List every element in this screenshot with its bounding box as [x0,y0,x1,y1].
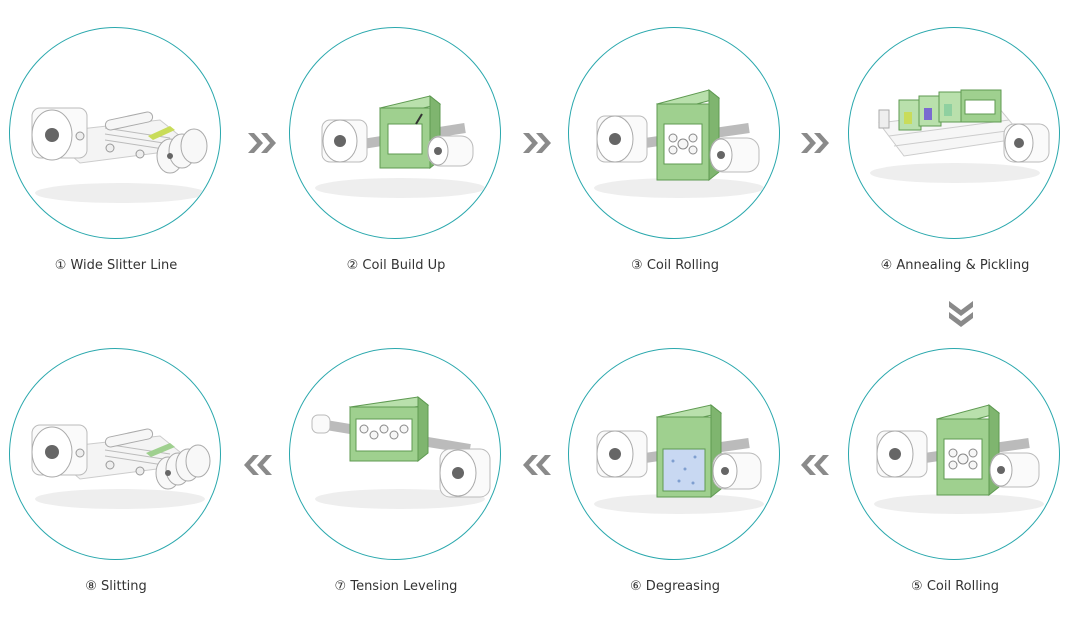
step-label: ⑥ Degreasing [630,579,720,594]
step-circle [568,27,780,239]
annealing-pickling-line-illustration [870,89,1050,183]
coil-build-up-machine-illustration [315,94,485,198]
step-label: ⑤ Coil Rolling [911,579,999,594]
rolling-mill-machine-illustration [874,403,1044,514]
double-chevron-right-icon [798,131,832,155]
rolling-mill-machine-illustration [594,88,764,198]
double-chevron-left-icon [798,453,832,477]
double-chevron-left-icon [520,453,554,477]
step-label: ④ Annealing & Pickling [880,258,1030,273]
step-circle [9,348,221,560]
double-chevron-left-icon [241,453,275,477]
step-label: ③ Coil Rolling [631,258,719,273]
double-chevron-down-icon [944,299,978,329]
slitter-machine-illustration [31,424,211,509]
step-label: ① Wide Slitter Line [54,258,178,273]
degreasing-tank-machine-illustration [594,403,764,514]
double-chevron-right-icon [245,131,279,155]
tension-leveler-machine-illustration [311,395,491,509]
step-circle [289,27,501,239]
step-circle [568,348,780,560]
slitter-machine-illustration [31,107,208,203]
step-circle [289,348,501,560]
step-circle [848,348,1060,560]
step-circle [848,27,1060,239]
step-label: ② Coil Build Up [346,258,446,273]
step-label: ⑦ Tension Leveling [334,579,458,594]
double-chevron-right-icon [520,131,554,155]
step-circle [9,27,221,239]
step-label: ⑧ Slitting [85,579,147,594]
